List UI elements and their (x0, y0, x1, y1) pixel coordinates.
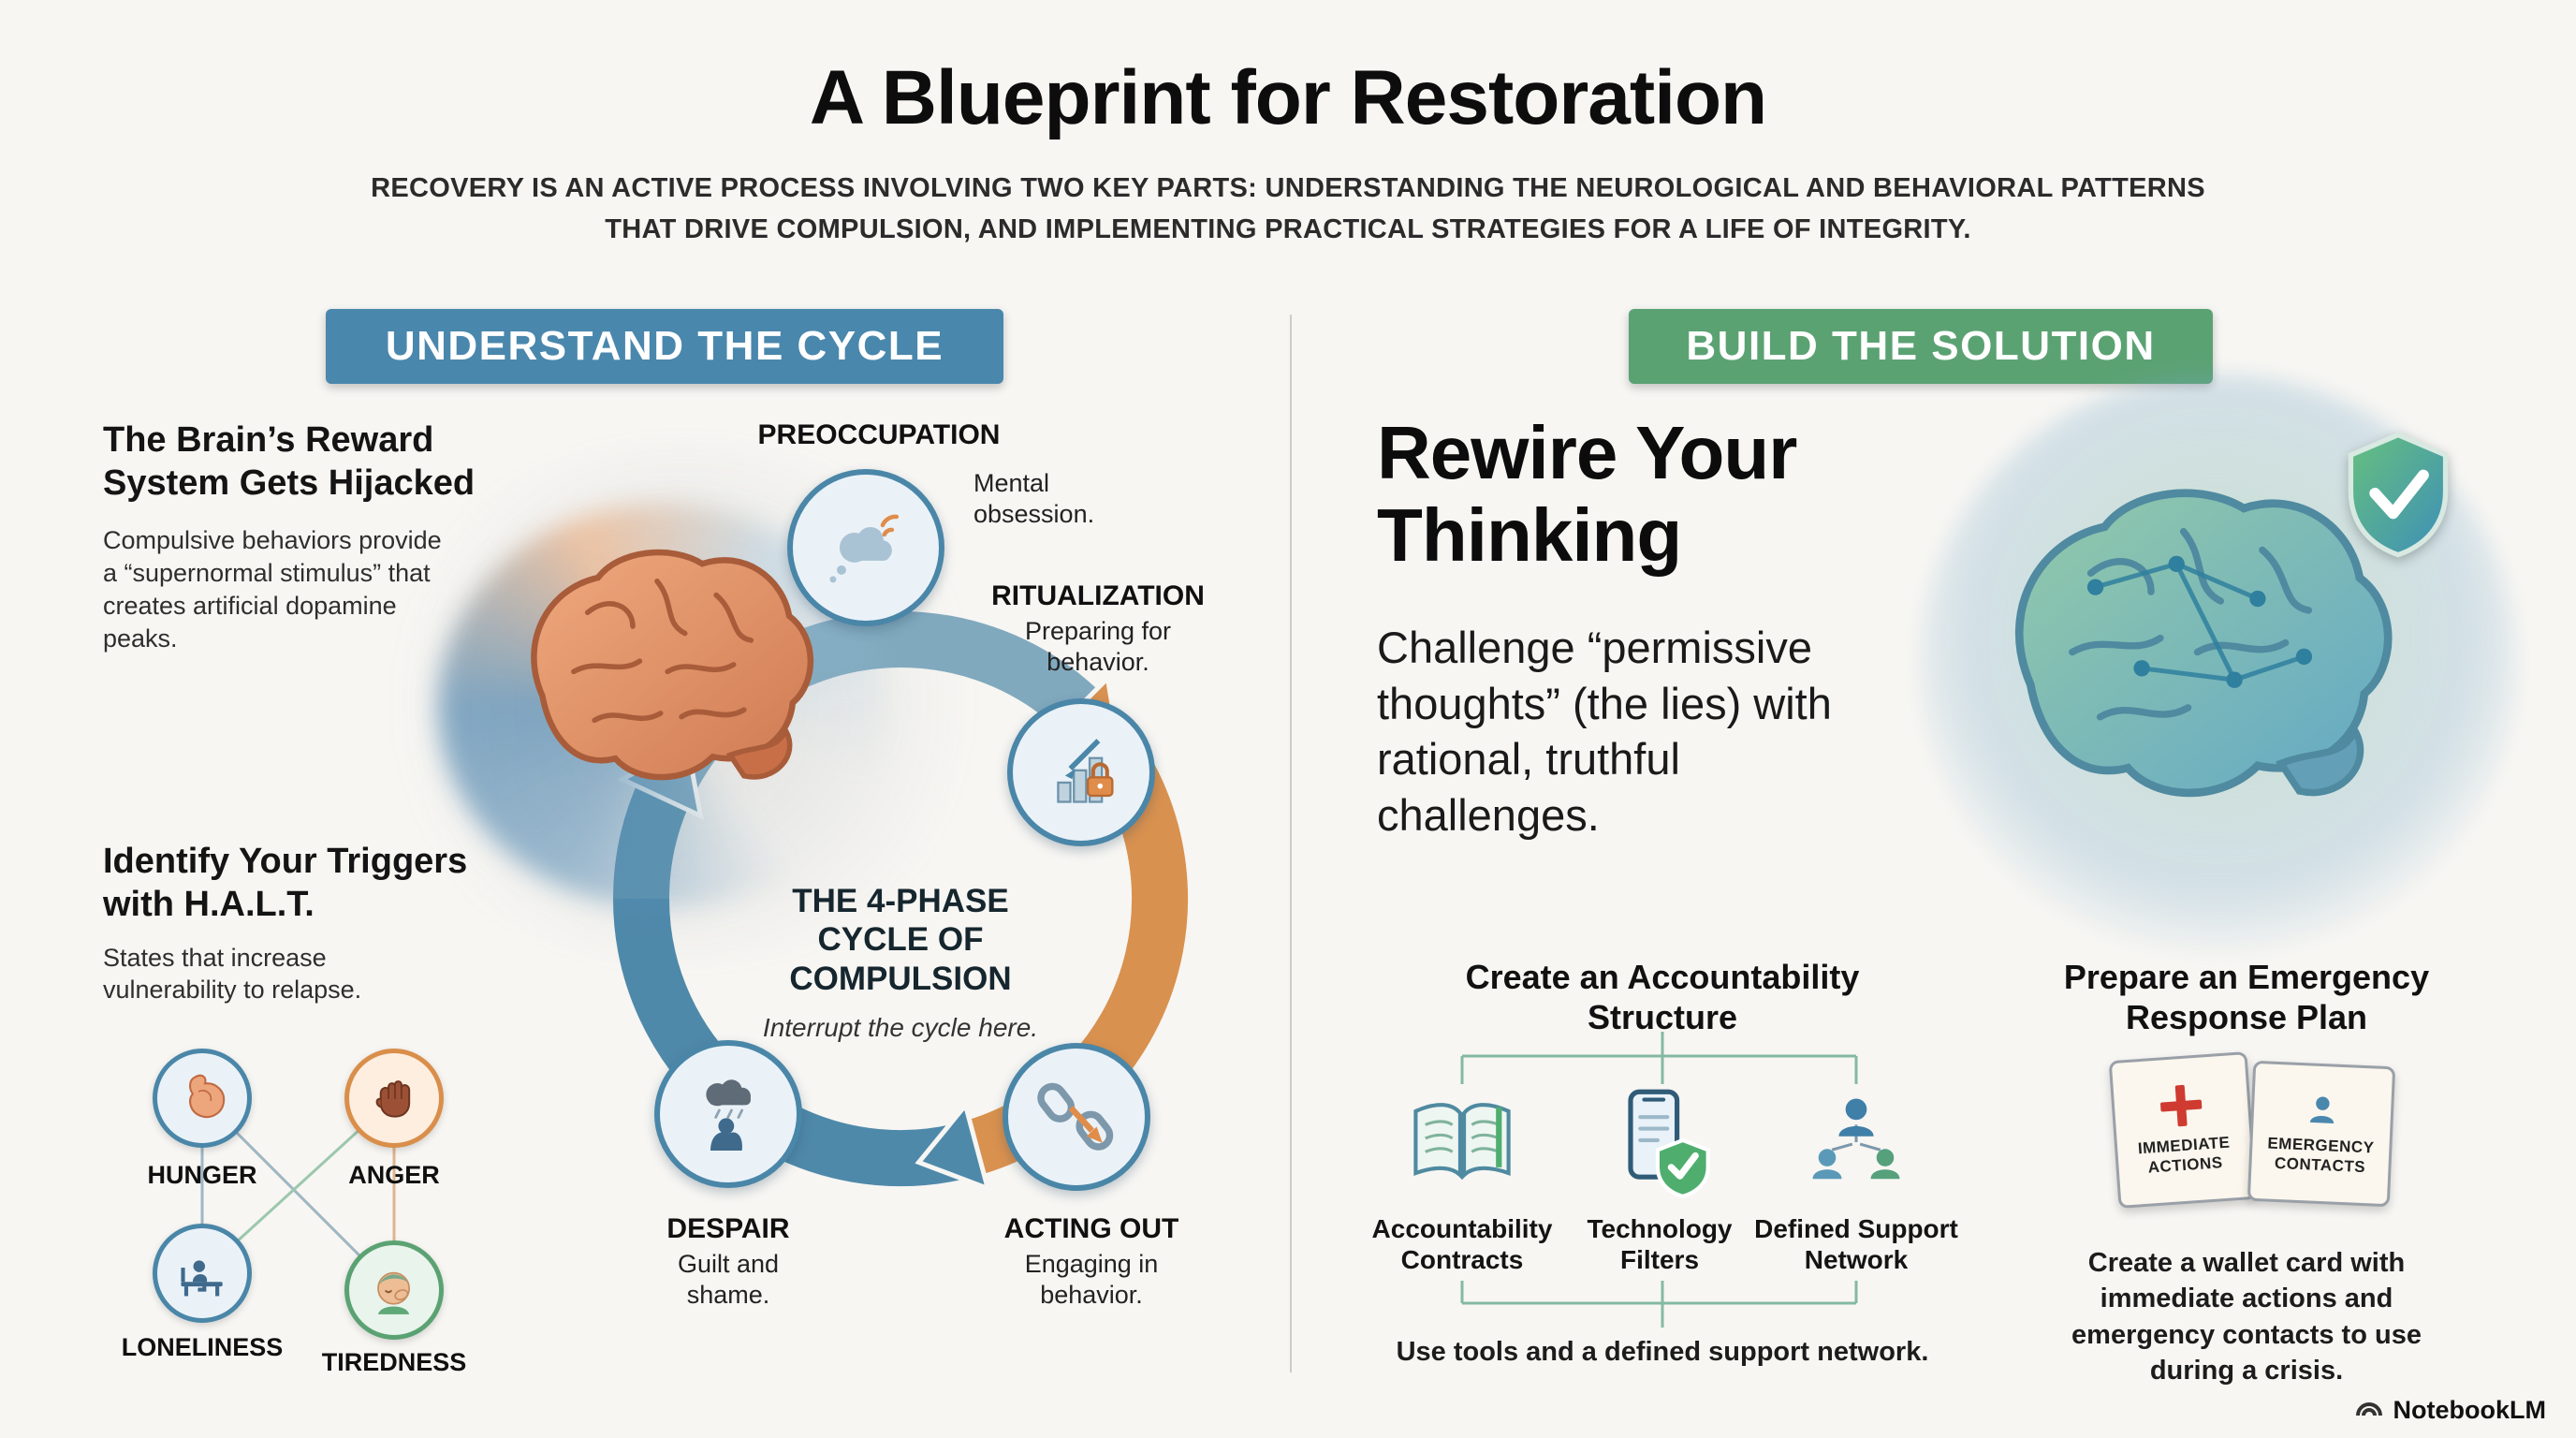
shield-check-icon (2348, 432, 2449, 558)
support-network-item (1798, 1084, 1914, 1200)
cycle-center-title: THE 4-PHASE CYCLE OF COMPULSION (789, 883, 1012, 997)
accountability-contracts-label: Accountability Contracts (1371, 1214, 1553, 1275)
phase-desc-acting-out: Engaging in behavior. (1024, 1250, 1159, 1309)
rewire-body: Challenge “permissive thoughts” (the lie… (1377, 623, 1832, 841)
phase-node-despair (654, 1040, 802, 1188)
page-subtitle: RECOVERY IS AN ACTIVE PROCESS INVOLVING … (371, 173, 2205, 244)
section-banner-build-solution: BUILD THE SOLUTION (1629, 309, 2213, 384)
trigger-tiredness (344, 1240, 444, 1340)
halt-body: States that increase vulnerability to re… (103, 944, 362, 1005)
phase-label-acting-out: ACTING OUT (1003, 1213, 1179, 1244)
phase-label-block-acting-out: ACTING OUT Engaging in behavior. (970, 1213, 1213, 1311)
accountability-connector-lines (1460, 1032, 1858, 1328)
person-on-bench-icon (181, 1260, 224, 1297)
brain-orange-icon (531, 549, 814, 781)
cycle-center-note: Interrupt the cycle here. (762, 1012, 1039, 1042)
section-divider (1290, 315, 1292, 1372)
contact-person-icon (2309, 1096, 2334, 1123)
trigger-label-loneliness: LONELINESS (121, 1333, 284, 1361)
phase-node-ritualization (1007, 698, 1155, 846)
phase-desc-preoccupation: Mental obsession. (973, 469, 1095, 528)
emergency-heading: Prepare an Emergency Response Plan (2063, 958, 2430, 1037)
phase-label-despair: DESPAIR (666, 1213, 790, 1244)
brain-green-icon (2014, 489, 2393, 798)
technology-filters-item (1602, 1084, 1718, 1200)
rewire-heading: Rewire Your Thinking (1377, 411, 1797, 577)
people-network-icon (1812, 1098, 1900, 1180)
trigger-label-tiredness: TIREDNESS (321, 1348, 467, 1376)
wallet-card-immediate-actions: IMMEDIATE ACTIONS (2108, 1051, 2258, 1209)
trigger-label-anger: ANGER (348, 1161, 440, 1189)
trigger-anger (344, 1049, 444, 1148)
tired-face-icon (377, 1272, 411, 1315)
page-title: A Blueprint for Restoration (809, 55, 1767, 140)
notebooklm-logo-icon (2355, 1402, 2382, 1416)
cycle-center-text: THE 4-PHASE CYCLE OF COMPULSION Interrup… (751, 882, 1050, 1043)
support-network-label: Defined Support Network (1754, 1214, 1958, 1275)
hijack-heading: The Brain’s Reward System Gets Hijacked (103, 420, 476, 503)
hijack-body: Compulsive behaviors provide a “supernor… (103, 526, 442, 653)
open-book-icon (1413, 1103, 1511, 1181)
emergency-body: Create a wallet card with immediate acti… (2071, 1248, 2422, 1386)
red-cross-icon (2159, 1083, 2203, 1127)
halt-heading: Identify Your Triggers with H.A.L.T. (103, 842, 468, 924)
fist-icon (376, 1080, 411, 1119)
section-banner-understand-cycle: UNDERSTAND THE CYCLE (326, 309, 1003, 384)
cycle-arrow-icon (915, 1100, 991, 1193)
rewired-brain-illustration (1919, 374, 2518, 955)
phase-label-block-despair: DESPAIR Guilt and shame. (616, 1213, 841, 1311)
phase-node-acting-out (1003, 1043, 1150, 1191)
phone-shield-icon (1628, 1089, 1710, 1199)
wallet-card-right-label: EMERGENCY CONTACTS (2267, 1134, 2375, 1177)
stomach-icon (189, 1075, 226, 1119)
brand-name: NotebookLM (2393, 1395, 2546, 1424)
accountability-heading: Create an Accountability Structure (1465, 958, 1860, 1037)
phase-desc-ritualization: Preparing for behavior. (1024, 617, 1172, 676)
phase-label-preoccupation: PREOCCUPATION (757, 419, 1001, 450)
phase-node-preoccupation (787, 469, 944, 626)
wallet-card-left-label: IMMEDIATE ACTIONS (2137, 1133, 2231, 1177)
trigger-label-hunger: HUNGER (147, 1161, 257, 1189)
trigger-loneliness (153, 1224, 252, 1323)
wallet-card-illustration: IMMEDIATE ACTIONS EMERGENCY CONTACTS (2108, 1047, 2404, 1239)
phase-desc-despair: Guilt and shame. (677, 1250, 780, 1309)
wallet-card-emergency-contacts: EMERGENCY CONTACTS (2247, 1060, 2396, 1208)
rain-cloud-person-icon (706, 1079, 752, 1152)
technology-filters-label: Technology Filters (1587, 1214, 1733, 1275)
hijacked-brain-illustration (487, 534, 852, 843)
phase-label-ritualization: RITUALIZATION (991, 580, 1205, 611)
phase-label-block-ritualization: RITUALIZATION Preparing for behavior. (967, 580, 1229, 678)
brand-mark: NotebookLM (2354, 1395, 2546, 1425)
accountability-contracts-item (1404, 1084, 1520, 1200)
thought-cloud-icon (829, 514, 900, 583)
trigger-hunger (153, 1049, 252, 1148)
broken-chain-icon (1037, 1083, 1114, 1151)
accountability-footer: Use tools and a defined support network. (1396, 1337, 1929, 1367)
stairs-lock-icon (1057, 739, 1114, 803)
